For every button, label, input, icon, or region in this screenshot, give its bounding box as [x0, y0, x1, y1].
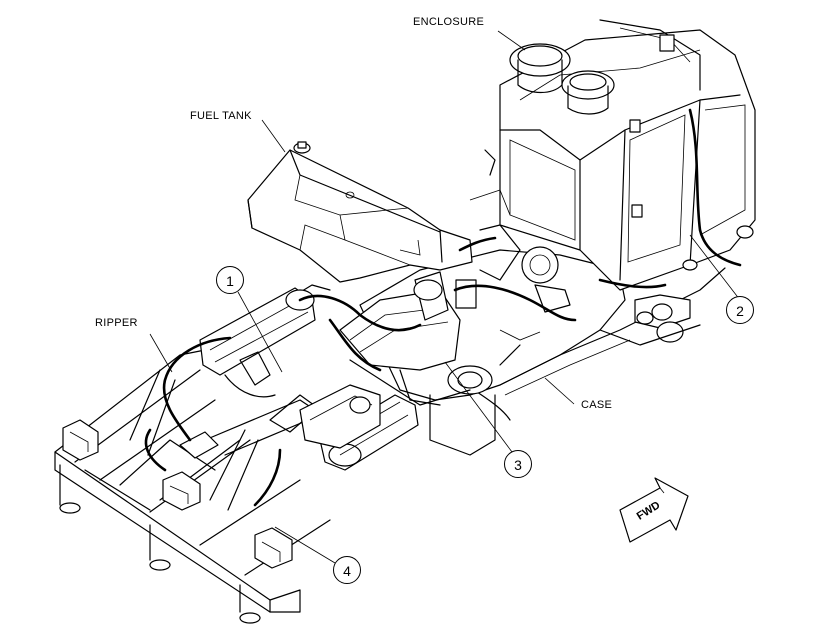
callout-2: 2: [726, 296, 754, 324]
leader-lines: [149, 30, 741, 564]
callout-4: 4: [333, 556, 361, 584]
enclosure-label: ENCLOSURE: [413, 16, 485, 28]
case-label: CASE: [581, 399, 613, 411]
callout-1: 1: [216, 266, 244, 294]
fuel-tank-label: FUEL TANK: [190, 110, 252, 122]
ripper-frame: [54, 284, 331, 624]
center-assembly: [299, 271, 477, 449]
enclosure: [469, 19, 756, 291]
wiring-harness: [144, 108, 742, 507]
fwd-arrow-icon: [619, 477, 689, 543]
fuel-tank: [247, 141, 473, 283]
ripper-label: RIPPER: [95, 317, 138, 329]
callout-3: 3: [504, 450, 532, 478]
